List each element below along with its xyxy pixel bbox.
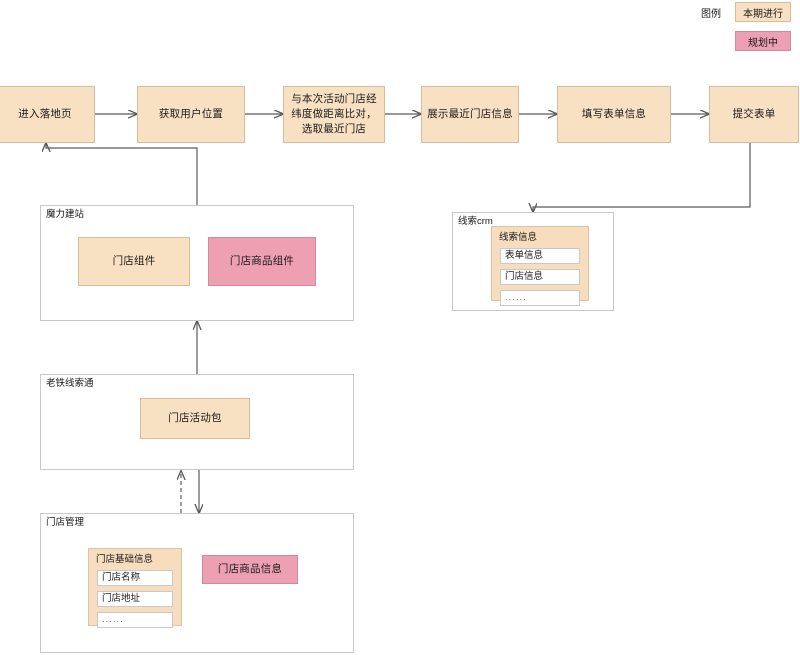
card-store-basic-info-fields: 门店名称 门店地址 ...... [97,570,173,633]
flow-step-show-nearest-store[interactable]: 展示最近门店信息 [421,86,519,143]
edge-moli-to-step1 [46,143,198,205]
node-store-component[interactable]: 门店组件 [78,237,190,286]
node-store-activity-package[interactable]: 门店活动包 [140,398,250,439]
field-more-store: ...... [97,612,173,628]
legend-chip-planned: 规划中 [735,31,791,51]
group-laotie-label: 老铁线索通 [46,378,94,389]
node-store-product-component[interactable]: 门店商品组件 [208,237,316,286]
field-store-name: 门店名称 [97,570,173,586]
edge-submit-to-crm [533,143,751,212]
card-store-basic-info: 门店基础信息 门店名称 门店地址 ...... [88,548,182,628]
card-store-basic-info-title: 门店基础信息 [96,554,154,565]
flow-step-enter-landing-page[interactable]: 进入落地页 [0,86,95,143]
flow-step-distance-compare[interactable]: 与本次活动门店经纬度做距离比对，选取最近门店 [283,86,385,143]
flow-step-fill-form[interactable]: 填写表单信息 [557,86,671,143]
group-moli-label: 魔力建站 [46,209,85,220]
flow-step-submit-form[interactable]: 提交表单 [709,86,799,143]
field-more-crm: ...... [500,290,580,306]
group-store-label: 门店管理 [46,517,85,528]
flow-step-get-user-location[interactable]: 获取用户位置 [137,86,245,143]
field-form-info: 表单信息 [500,248,580,264]
group-crm-label: 线索crm [458,216,493,227]
card-lead-info-title: 线索信息 [499,232,538,243]
node-store-product-info[interactable]: 门店商品信息 [202,555,298,584]
card-lead-info: 线索信息 表单信息 门店信息 ...... [491,226,589,306]
legend-title: 图例 [701,9,721,20]
card-lead-info-fields: 表单信息 门店信息 ...... [500,248,580,311]
field-store-address: 门店地址 [97,591,173,607]
field-store-info: 门店信息 [500,269,580,285]
legend-chip-current: 本期进行 [735,2,791,22]
